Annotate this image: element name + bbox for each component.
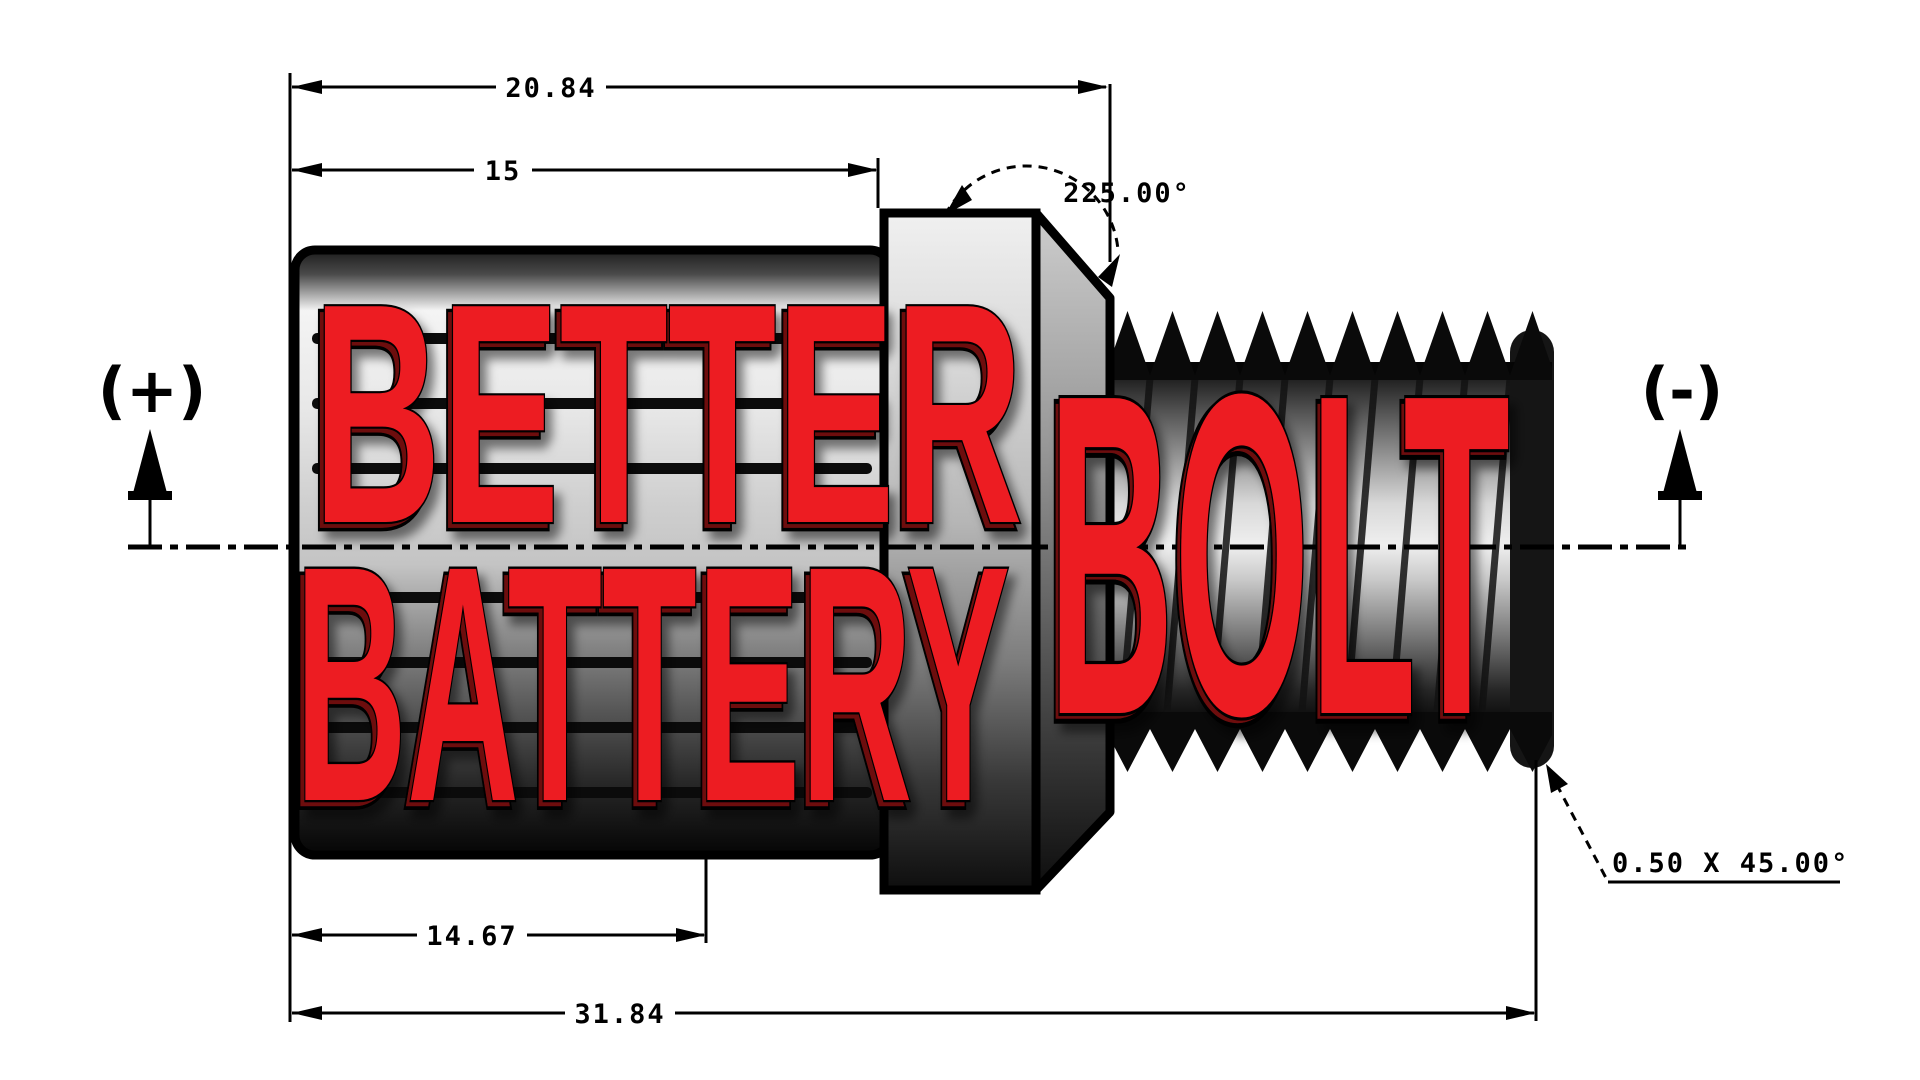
dim-2084-label: 20.84 [505, 73, 596, 104]
dim-1467-arrow-right [676, 928, 706, 942]
dim-3184-arrow-left [292, 1006, 322, 1020]
dim-1467-label: 14.67 [426, 921, 517, 952]
chamfer-leader-arrow [1546, 764, 1568, 793]
minus-arrow-icon [1663, 429, 1697, 493]
word-better: BETTER BETTER [306, 237, 1025, 597]
polarity-minus-label: (-) [1641, 354, 1723, 427]
dim-angle-label: 225.00° [1063, 178, 1191, 209]
dim-2084-arrow-left [292, 80, 322, 94]
dim-3184-label: 31.84 [574, 999, 665, 1030]
word-bolt-extrude: BOLT [1044, 305, 1506, 816]
word-bolt: BOLT BOLT [1041, 297, 1512, 819]
word-battery-extrude: BATTERY [290, 502, 1005, 877]
hex-head-front-face [879, 208, 1041, 895]
word-battery: BATTERY BATTERY [287, 495, 1011, 881]
word-better-extrude: BETTER [308, 244, 1018, 594]
dim-1467-arrow-left [292, 928, 322, 942]
polarity-plus-label: (+) [98, 354, 207, 427]
dim-15-mask [474, 154, 532, 186]
centerline-group: (+) (-) [98, 354, 1723, 550]
dimension-group: 20.84 15 225.00° 14.67 31.84 0.50 X 45.0… [288, 71, 1849, 1030]
thread-teeth-top [1105, 311, 1552, 380]
minus-arrow-foot [1658, 491, 1702, 500]
word-battery-face: BATTERY [295, 496, 1010, 871]
dim-15-arrow-left [292, 163, 322, 177]
hex-head [879, 208, 1115, 895]
dim-2084-mask [496, 71, 606, 103]
chamfer-label: 0.50 X 45.00° [1612, 848, 1849, 879]
dim-angle-arrow-left [945, 185, 972, 215]
dim-angle-arc [943, 164, 1120, 251]
dim-3184-mask [565, 997, 675, 1029]
dim-2084-arrow-right [1078, 80, 1108, 94]
word-bolt-face: BOLT [1048, 299, 1510, 810]
dim-angle-arrow-right [1098, 254, 1120, 287]
knurl-grooves [312, 333, 872, 798]
word-better-face: BETTER [313, 239, 1023, 589]
threaded-shank [1105, 311, 1554, 772]
thread-teeth-bottom [1105, 712, 1552, 772]
dim-3184-arrow-right [1506, 1006, 1536, 1020]
dim-15-label: 15 [485, 156, 522, 187]
plus-arrow-icon [133, 429, 167, 493]
plus-arrow-foot [128, 491, 172, 500]
dim-1467-mask [417, 919, 527, 951]
dim-15-arrow-right [848, 163, 878, 177]
